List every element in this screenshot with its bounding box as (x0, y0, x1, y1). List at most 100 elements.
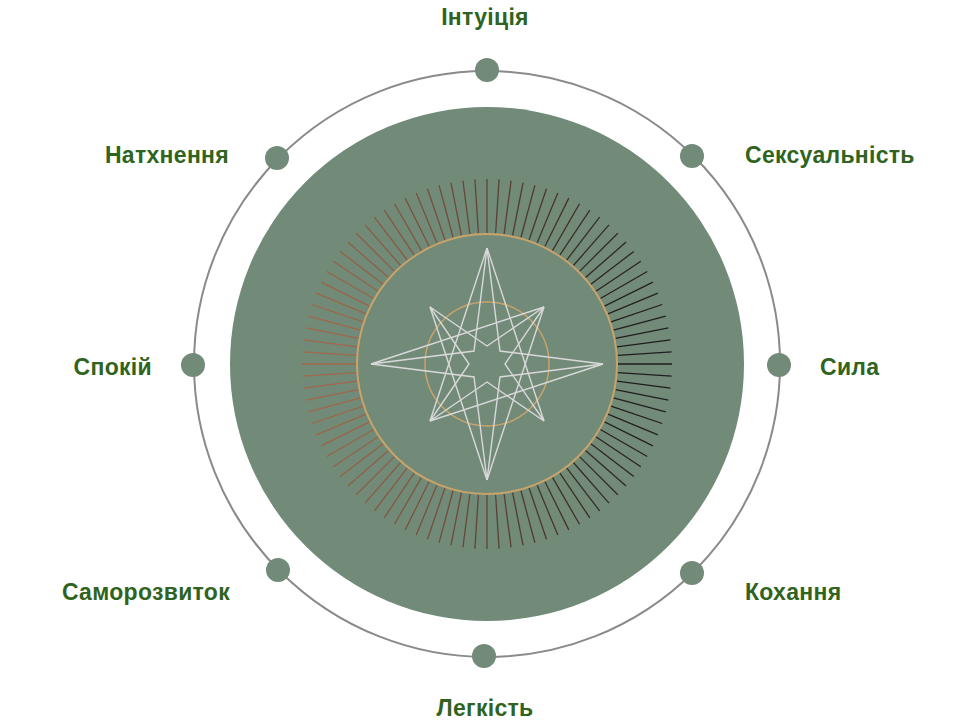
tick-mark (545, 482, 569, 530)
tick-mark (327, 430, 374, 457)
tick-mark (553, 477, 580, 524)
outer-ring (194, 71, 780, 657)
tick-mark (302, 352, 356, 356)
tick-mark (537, 485, 558, 535)
tick-mark (608, 293, 658, 314)
ring-dots (181, 58, 791, 668)
tick-mark (617, 381, 671, 388)
tick-mark (496, 495, 500, 549)
tick-mark (463, 494, 470, 548)
tick-mark (475, 495, 479, 549)
wheel-label: Спокій (74, 353, 152, 381)
ring-dot (472, 644, 496, 668)
tick-mark (304, 381, 358, 388)
star-large (371, 248, 603, 480)
tick-mark (529, 189, 546, 240)
star-line (430, 307, 487, 480)
tick-mark (605, 422, 653, 446)
tick-mark (333, 437, 378, 467)
tick-mark (617, 340, 671, 347)
tick-mark (302, 373, 356, 377)
tick-mark (327, 272, 374, 299)
ring-dot (266, 558, 290, 582)
tick-mark (545, 198, 569, 246)
tick-mark (618, 352, 672, 356)
tick-mark (486, 179, 487, 233)
tick-mark (608, 414, 658, 435)
tick-mark (596, 261, 641, 291)
ring-dot (181, 353, 205, 377)
tick-mark (560, 473, 590, 518)
tick-mark (312, 305, 363, 322)
compass-star (371, 248, 603, 480)
wheel-label: Легкість (436, 694, 533, 722)
tick-mark (553, 204, 580, 251)
tick-mark (304, 340, 358, 347)
tick-mark (513, 183, 524, 236)
tick-mark (611, 406, 662, 423)
tick-mark (567, 468, 600, 511)
tick-mark (600, 272, 647, 299)
tick-mark (463, 181, 470, 235)
tick-mark (374, 217, 407, 260)
ring-dot (680, 561, 704, 585)
tick-mark (521, 491, 535, 543)
tick-mark (384, 473, 414, 518)
ring-dot (680, 144, 704, 168)
tick-mark (618, 363, 672, 364)
tick-mark (537, 193, 558, 243)
tick-mark (416, 485, 437, 535)
tick-mark (605, 282, 653, 306)
wheel-label: Сексуальність (745, 141, 915, 169)
tick-mark (384, 210, 414, 255)
tick-mark (439, 185, 453, 237)
tick-mark (560, 210, 590, 255)
wheel-label: Саморозвиток (62, 578, 230, 606)
inner-ring (357, 234, 617, 494)
small-ring (425, 302, 549, 426)
tick-mark (308, 398, 360, 412)
tick-mark (504, 494, 511, 548)
green-disc (230, 107, 744, 621)
tick-mark (451, 183, 462, 236)
tick-mark (596, 437, 641, 467)
tick-mark (591, 251, 634, 284)
tick-mark (616, 328, 669, 339)
star-line (430, 364, 603, 421)
tick-mark (475, 179, 479, 233)
ring-dot (265, 146, 289, 170)
tick-mark (340, 444, 383, 477)
ring-dot (767, 353, 791, 377)
tick-mark (405, 482, 429, 530)
tick-mark (504, 181, 511, 235)
ring-dot (475, 58, 499, 82)
tick-mark (395, 204, 422, 251)
tick-mark (428, 488, 445, 539)
star-line (371, 307, 544, 364)
tick-ring (302, 179, 672, 549)
tick-mark (496, 179, 500, 233)
star-small (430, 307, 544, 421)
tick-mark (405, 198, 429, 246)
tick-mark (616, 390, 669, 401)
tick-mark (513, 493, 524, 546)
tick-mark (416, 193, 437, 243)
tick-mark (306, 328, 359, 339)
wheel-label: Натхнення (105, 141, 229, 169)
wheel-label: Інтуіція (441, 3, 529, 31)
tick-mark (451, 493, 462, 546)
tick-mark (333, 261, 378, 291)
wheel-label: Сила (820, 353, 879, 381)
tick-mark (395, 477, 422, 524)
tick-mark (316, 414, 366, 435)
tick-mark (306, 390, 359, 401)
tick-mark (486, 495, 487, 549)
tick-mark (321, 282, 369, 306)
tick-mark (316, 293, 366, 314)
wheel-label: Кохання (745, 578, 841, 606)
tick-mark (614, 316, 666, 330)
tick-mark (618, 373, 672, 377)
tick-mark (600, 430, 647, 457)
tick-mark (321, 422, 369, 446)
tick-mark (302, 363, 356, 364)
